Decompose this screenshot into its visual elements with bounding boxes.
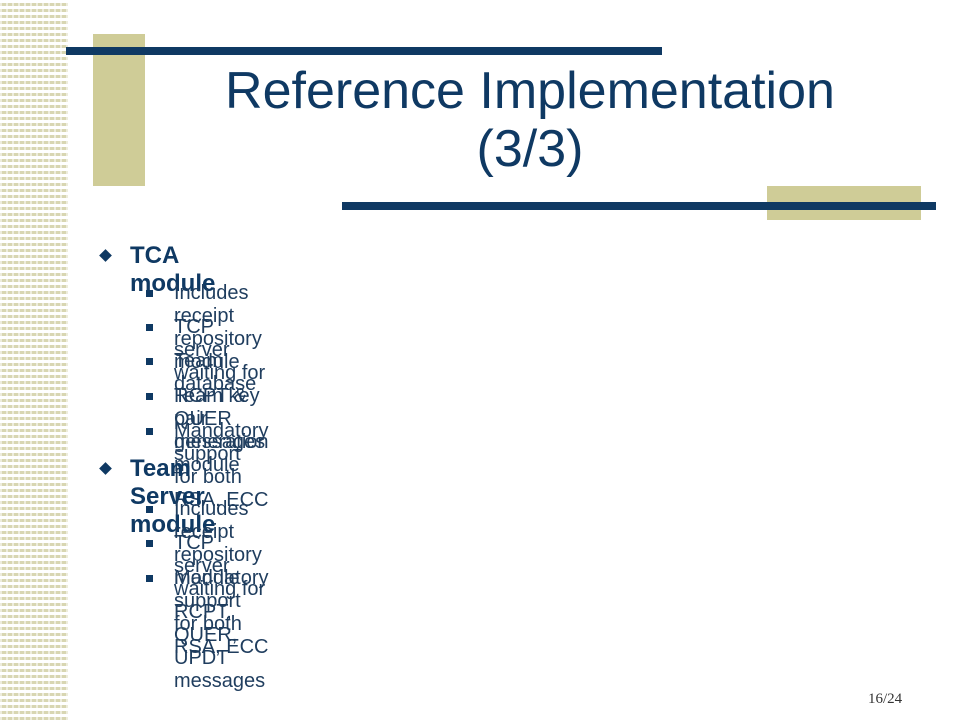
bullet-item: Includes receipt repository module: [146, 282, 262, 374]
square-bullet-icon: [146, 506, 153, 513]
bottom-rule: [342, 202, 936, 210]
square-bullet-icon: [146, 575, 153, 582]
diamond-bullet-icon: [99, 249, 112, 262]
bullet-item-label: Team database: [174, 350, 257, 395]
bullet-item-label: Mandatory support for both RSA, ECC: [174, 567, 269, 658]
square-bullet-icon: [146, 393, 153, 400]
slide-title: Reference Implementation (3/3): [150, 62, 910, 178]
section-heading-label: TCA module: [130, 242, 216, 297]
bullet-item: Team database: [146, 350, 257, 396]
diamond-bullet-icon: [99, 462, 112, 475]
bullet-item: TCP server waiting for RCPT & QUER messa…: [146, 316, 266, 454]
square-bullet-icon: [146, 540, 153, 547]
bullet-item-label: Includes receipt repository module: [174, 498, 262, 589]
section-heading-tca: TCA module: [99, 242, 216, 298]
page-number: 16/24: [868, 691, 903, 707]
bullet-item: Mandatory support for both RSA, ECC: [146, 567, 269, 659]
section-heading-team-server: Team Server module: [99, 455, 216, 539]
square-bullet-icon: [146, 358, 153, 365]
square-bullet-icon: [146, 290, 153, 297]
slide-title-line2: (3/3): [476, 120, 584, 178]
bullet-item: Mandatory support for both RSA, ECC: [146, 420, 269, 512]
square-bullet-icon: [146, 428, 153, 435]
bullet-item-label: TCP server waiting for RCPT & QUER messa…: [174, 316, 266, 453]
bullet-item-label: TCP server waiting for RCPT, QUER, UPDT …: [174, 532, 266, 692]
square-bullet-icon: [146, 324, 153, 331]
top-accent-block: [93, 34, 145, 186]
bullet-item-label: Mandatory support for both RSA, ECC: [174, 420, 269, 511]
bullet-item: Team key pair generation module: [146, 385, 269, 477]
bullet-item: Includes receipt repository module: [146, 498, 262, 590]
section-heading-label: Team Server module: [130, 455, 216, 538]
bullet-item-label: Includes receipt repository module: [174, 282, 262, 373]
left-stripe-decoration: [0, 0, 68, 720]
bullet-item-label: Team key pair generation module: [174, 385, 269, 476]
slide-title-line1: Reference Implementation: [225, 62, 835, 120]
top-rule: [66, 47, 662, 55]
bullet-item: TCP server waiting for RCPT, QUER, UPDT …: [146, 532, 266, 693]
